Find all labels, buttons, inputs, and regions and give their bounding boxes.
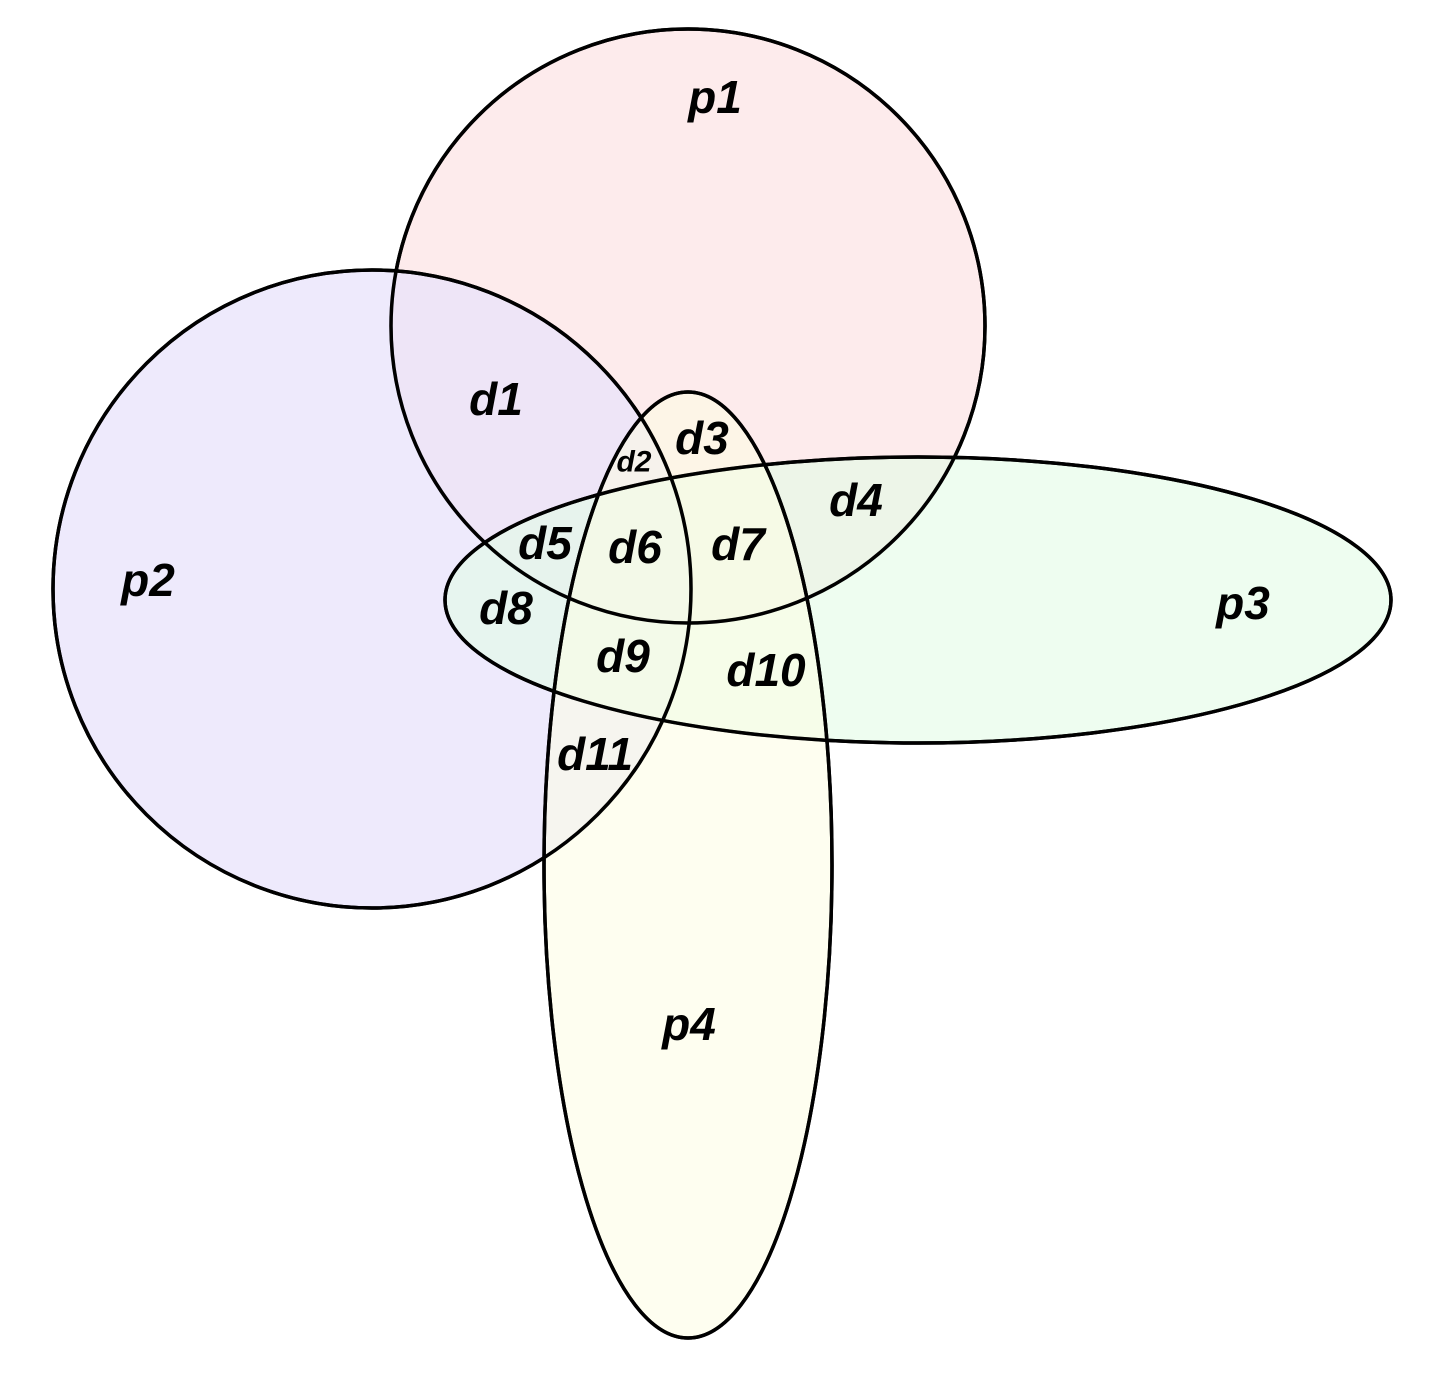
region-label-d3: d3 (675, 412, 729, 464)
region-label-d1: d1 (469, 373, 523, 425)
region-label-d10: d10 (726, 644, 806, 696)
set-p2-outline (51, 268, 693, 910)
set-label-p1: p1 (686, 71, 742, 123)
region-label-d9: d9 (596, 630, 650, 682)
region-label-d6: d6 (608, 521, 662, 573)
set-p3-outline (443, 455, 1393, 745)
set-p4-shape (542, 390, 834, 1340)
region-label-d8: d8 (479, 582, 533, 634)
region-label-d7: d7 (711, 518, 767, 570)
set-label-p4: p4 (660, 998, 716, 1050)
set-label-p2: p2 (119, 554, 175, 606)
set-p4-outline (542, 390, 834, 1340)
set-label-p3: p3 (1214, 577, 1270, 629)
set-outlines (51, 27, 1393, 1340)
region-label-d2: d2 (616, 446, 651, 479)
region-label-d4: d4 (829, 474, 883, 526)
region-label-d5: d5 (518, 517, 573, 569)
region-label-d11: d11 (557, 728, 633, 780)
